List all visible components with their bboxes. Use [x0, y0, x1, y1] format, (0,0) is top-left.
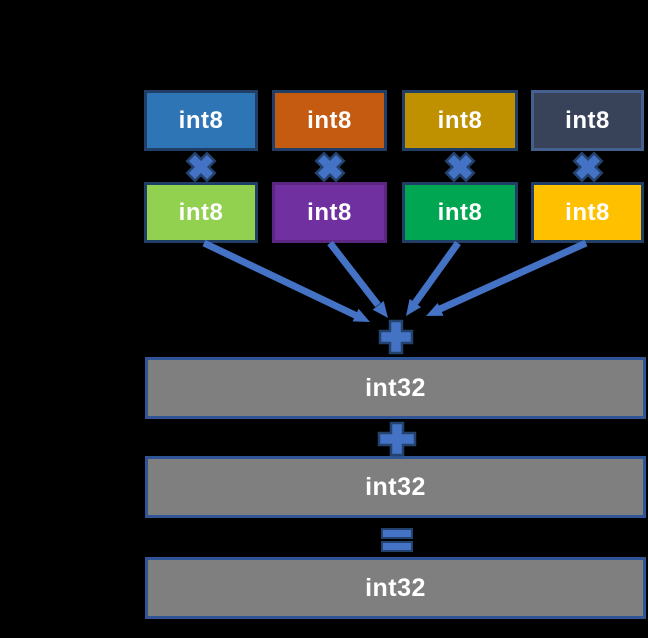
add-icon — [377, 421, 417, 457]
multiply-icon — [185, 151, 217, 183]
accumulator-label-1: int32 — [365, 373, 426, 402]
accumulator-bar-1: int32 — [145, 357, 646, 419]
multiplicand-box-1: int8 — [144, 90, 258, 151]
result-bar: int32 — [145, 557, 646, 619]
multiplier-box-2: int8 — [272, 182, 387, 243]
flow-arrow — [426, 239, 588, 316]
multiply-icon — [572, 151, 604, 183]
accumulator-label-2: int32 — [365, 472, 426, 501]
multiplier-label-2: int8 — [307, 198, 352, 226]
multiplicand-label-1: int8 — [178, 106, 224, 134]
multiplier-label-3: int8 — [437, 198, 483, 226]
equals-icon — [381, 528, 413, 552]
flow-arrow — [327, 240, 388, 318]
accumulator-bar-2: int32 — [145, 456, 646, 518]
result-label: int32 — [365, 573, 426, 602]
multiplicand-box-2: int8 — [272, 90, 387, 151]
multiplier-box-4: int8 — [531, 182, 644, 243]
flow-arrow — [406, 240, 461, 316]
multiplicand-box-4: int8 — [531, 90, 644, 151]
multiplier-label-1: int8 — [178, 198, 224, 226]
multiplier-box-3: int8 — [402, 182, 518, 243]
multiply-icon — [444, 151, 476, 183]
multiply-icon — [314, 151, 346, 183]
multiplicand-label-2: int8 — [307, 106, 352, 134]
multiplier-label-4: int8 — [565, 198, 610, 226]
multiplicand-label-3: int8 — [437, 106, 483, 134]
multiplicand-label-4: int8 — [565, 106, 610, 134]
multiplier-box-1: int8 — [144, 182, 258, 243]
multiplicand-box-3: int8 — [402, 90, 518, 151]
accumulate-plus-icon — [378, 319, 414, 355]
flow-arrow — [202, 239, 370, 322]
